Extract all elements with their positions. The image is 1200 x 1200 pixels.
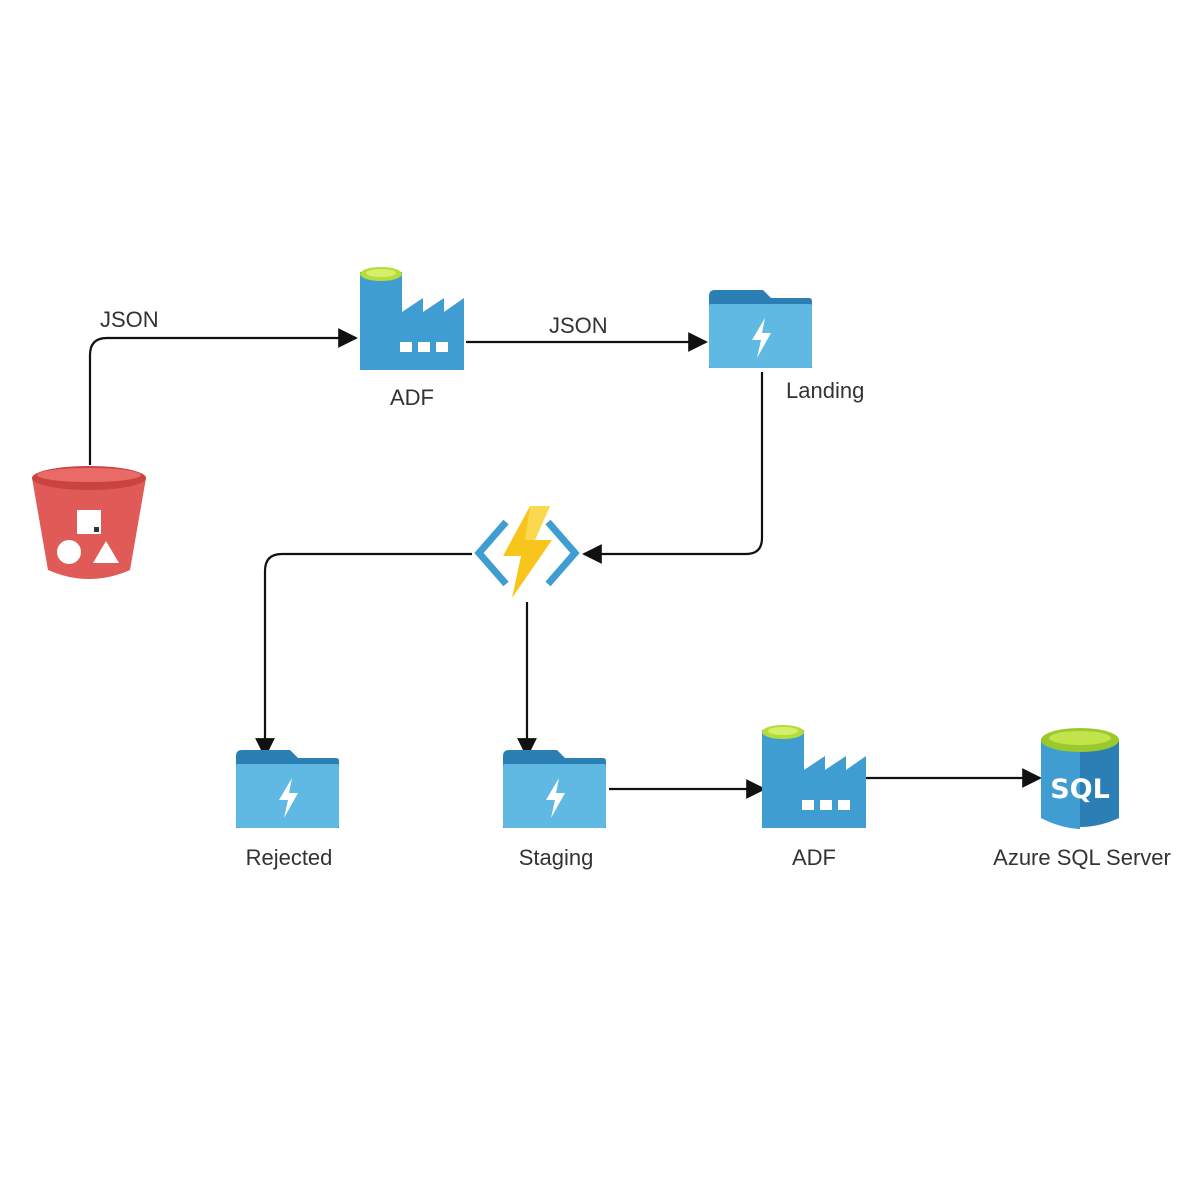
azure-function-icon — [474, 506, 580, 598]
storage-folder-icon — [236, 750, 339, 828]
sql-database-icon: SQL — [1041, 728, 1119, 829]
storage-folder-icon — [709, 290, 812, 368]
edge-landing-to-function — [582, 372, 764, 564]
s3-bucket-icon — [32, 466, 146, 579]
data-factory-icon — [762, 725, 866, 828]
sql-label: Azure SQL Server — [993, 845, 1171, 870]
edge-label-json-2: JSON — [549, 313, 608, 338]
adf-ingest-label: ADF — [390, 385, 434, 410]
data-factory-icon — [360, 267, 464, 370]
adf-load-label: ADF — [792, 845, 836, 870]
landing-label: Landing — [786, 378, 864, 403]
edge-bucket-to-adf — [88, 328, 358, 465]
edge-label-json-1: JSON — [100, 307, 159, 332]
sql-icon-text: SQL — [1050, 774, 1110, 805]
rejected-label: Rejected — [246, 845, 333, 870]
storage-folder-icon — [503, 750, 606, 828]
edge-function-to-rejected — [255, 552, 472, 758]
staging-label: Staging — [519, 845, 594, 870]
